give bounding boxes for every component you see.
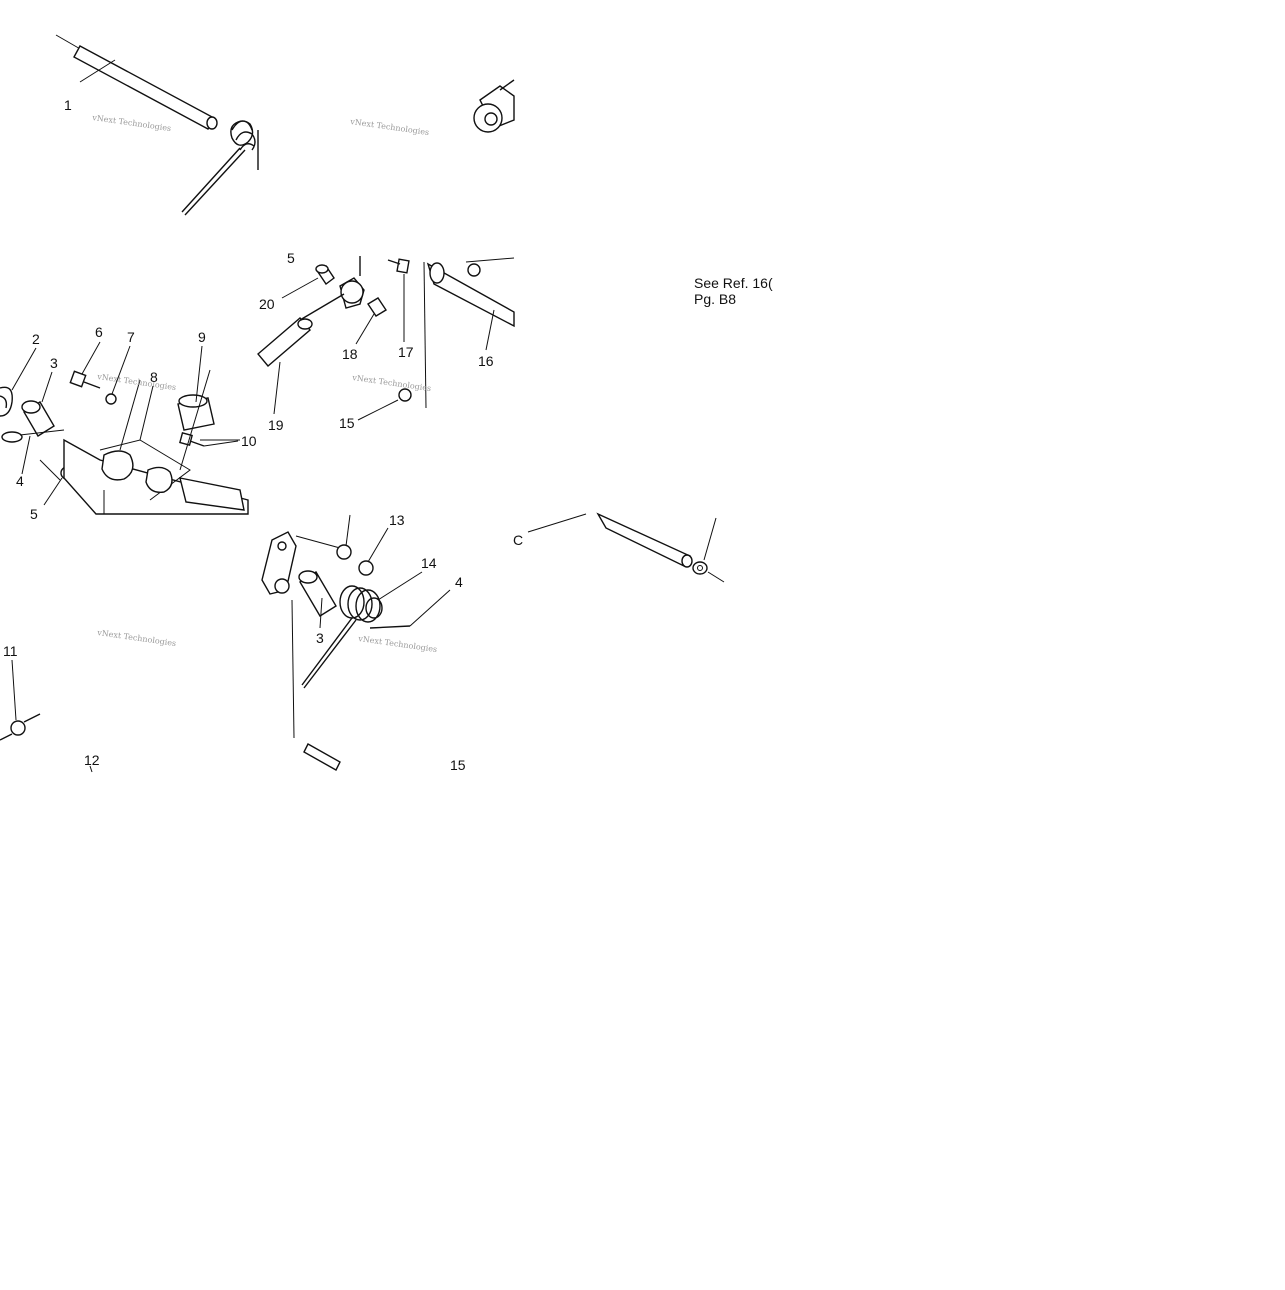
tile-bottom-center: vNext Technologies bbox=[261, 531, 438, 771]
leader-lines bbox=[11, 274, 495, 629]
callout-9: 9 bbox=[198, 329, 206, 345]
watermark: vNext Technologies bbox=[349, 117, 430, 137]
callout-11: 11 bbox=[3, 643, 18, 659]
callout-12: 12 bbox=[84, 752, 100, 768]
tile-top-middle: vNext Technologies bbox=[349, 79, 515, 137]
callout-5: 5 bbox=[30, 506, 38, 522]
callout-partial: C bbox=[513, 532, 523, 548]
callout-19: 19 bbox=[268, 417, 284, 433]
callout-4: 4 bbox=[16, 473, 24, 489]
watermark: vNext Technologies bbox=[351, 373, 432, 393]
callout-1: 1 bbox=[64, 97, 72, 113]
reference-note-line1: See Ref. 16( bbox=[694, 275, 773, 291]
callout-3-b: 3 bbox=[316, 630, 324, 646]
callout-17: 17 bbox=[398, 344, 414, 360]
tile-middle-right bbox=[527, 512, 725, 583]
torsion-spring-top bbox=[181, 120, 259, 216]
watermark: vNext Technologies bbox=[96, 372, 177, 392]
tile-top-left: vNext Technologies bbox=[55, 34, 259, 216]
callout-20: 20 bbox=[259, 296, 275, 312]
callout-15: 15 bbox=[339, 415, 355, 431]
callout-10: 10 bbox=[241, 433, 257, 449]
tile-bottom-left: vNext Technologies bbox=[0, 628, 177, 773]
callout-4-b: 4 bbox=[455, 574, 463, 590]
callout-13: 13 bbox=[389, 512, 405, 528]
callout-14: 14 bbox=[421, 555, 437, 571]
callout-7: 7 bbox=[127, 329, 135, 345]
torsion-spring-bottom bbox=[301, 585, 411, 689]
callouts: 1 2 3 4 5 6 7 8 9 10 5 20 18 17 16 19 15… bbox=[3, 97, 523, 773]
callout-2: 2 bbox=[32, 331, 40, 347]
reference-note: See Ref. 16( Pg. B8 bbox=[694, 275, 773, 307]
callout-15-b: 15 bbox=[450, 757, 466, 773]
callout-8: 8 bbox=[150, 369, 158, 385]
callout-5-b: 5 bbox=[287, 250, 295, 266]
callout-3: 3 bbox=[50, 355, 58, 371]
callout-6: 6 bbox=[95, 324, 103, 340]
tile-middle-left: vNext Technologies bbox=[0, 369, 249, 515]
watermark: vNext Technologies bbox=[91, 113, 172, 133]
reference-note-line2: Pg. B8 bbox=[694, 291, 736, 307]
watermark: vNext Technologies bbox=[96, 628, 177, 648]
callout-18: 18 bbox=[342, 346, 358, 362]
tile-middle-center: vNext Technologies bbox=[257, 256, 515, 409]
callout-16: 16 bbox=[478, 353, 494, 369]
watermark: vNext Technologies bbox=[357, 634, 438, 654]
